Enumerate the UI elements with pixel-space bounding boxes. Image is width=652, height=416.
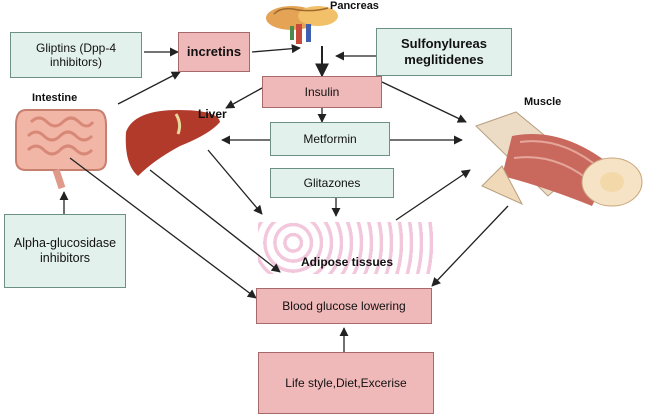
lifestyle-box: Life style,Diet,Excerise [258, 352, 434, 414]
arrow-insulin-muscle [381, 81, 467, 123]
arrow-insulin-liver [225, 87, 263, 109]
pancreas-label: Pancreas [330, 0, 379, 12]
pancreas-illustration [266, 6, 338, 44]
arrow-incretins-pancreas [251, 44, 301, 54]
incretins-box: incretins [178, 32, 250, 72]
sulfonylureas-box: Sulfonylureas meglitidenes [376, 28, 512, 76]
gliptins-box: Gliptins (Dpp-4 inhibitors) [10, 32, 142, 78]
blood-glucose-box: Blood glucose lowering [256, 288, 432, 324]
muscle-illustration [475, 111, 643, 207]
liver-label: Liver [198, 107, 227, 121]
adipose-image [258, 222, 434, 274]
intestine-illustration [15, 109, 107, 190]
glitazones-box: Glitazones [270, 168, 394, 198]
metformin-box: Metformin [270, 122, 390, 156]
arrow-adipose-muscle [395, 169, 471, 221]
alpha-glucosidase-box: Alpha-glucosidase inhibitors [4, 214, 126, 288]
insulin-box: Insulin [262, 76, 382, 108]
intestine-label: Intestine [32, 92, 78, 104]
arrow-muscle-bloodglucose [431, 205, 509, 287]
adipose-tissues-label: Adipose tissues [300, 254, 394, 269]
muscle-label: Muscle [524, 96, 562, 108]
